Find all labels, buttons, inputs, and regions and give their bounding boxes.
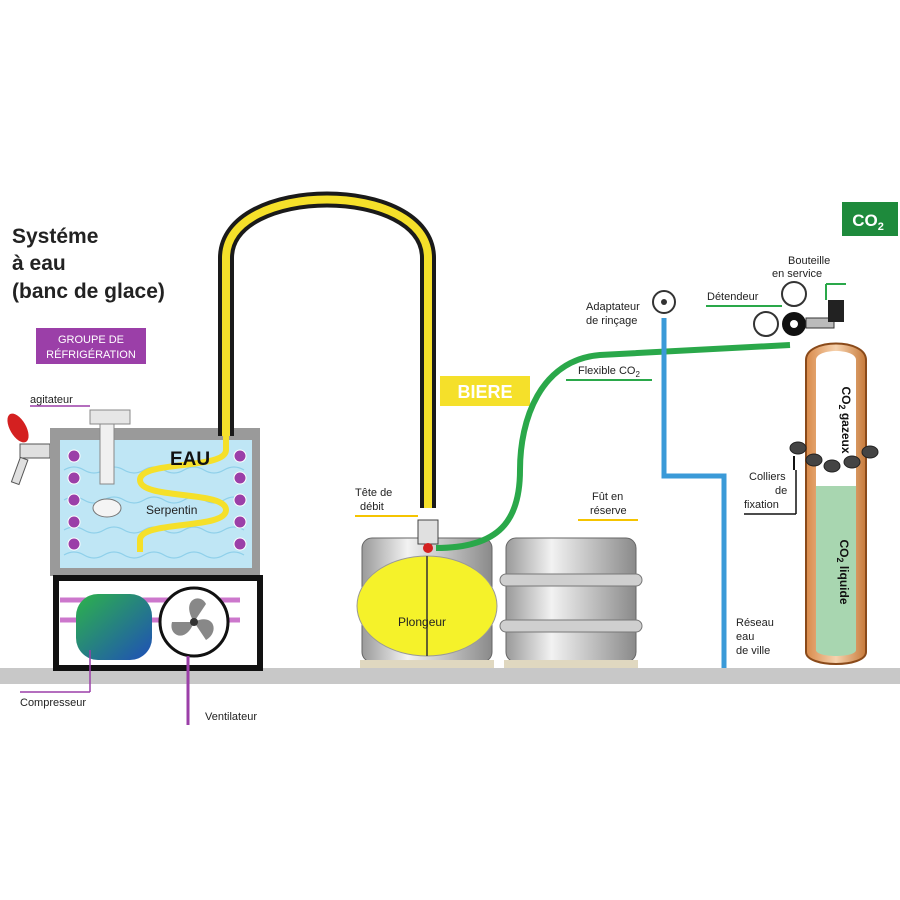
colliers-label-3: fixation: [744, 499, 779, 511]
title-line-1: Systéme: [12, 225, 98, 248]
fixation-chain-icon: [789, 441, 879, 473]
colliers-label-1: Colliers: [749, 471, 786, 483]
title-line-3: (banc de glace): [12, 280, 165, 303]
beer-line: [222, 195, 432, 508]
tap-icon: [7, 413, 51, 486]
tete-de-debit-icon: [417, 519, 439, 553]
fut-label-2: réserve: [590, 505, 627, 517]
reseau-label-2: eau: [736, 631, 754, 643]
groupe-line-2: RÉFRIGÉRATION: [46, 348, 136, 361]
biere-label: BIERE: [457, 382, 512, 402]
bouteille-label-1: Bouteille: [788, 255, 830, 267]
adapt-label-1: Adaptateur: [586, 301, 640, 313]
floor: [0, 668, 900, 684]
co2-badge: [842, 202, 898, 236]
eau-label: EAU: [170, 449, 210, 470]
agitateur-label: agitateur: [30, 394, 73, 406]
groupe-line-1: GROUPE DE: [58, 334, 124, 346]
tete-label-2: débit: [360, 501, 384, 513]
flexible-label: Flexible CO2: [578, 365, 640, 379]
rinse-adapter-gauge-icon: [652, 290, 676, 314]
keg-in-service: [356, 537, 498, 668]
co2-badge-label: CO2: [852, 211, 884, 233]
reseau-label-3: de ville: [736, 645, 770, 657]
water-supply-line: [661, 318, 727, 668]
serpentin-label: Serpentin: [146, 503, 197, 517]
co2-liquide-label: CO2 liquide: [835, 539, 851, 604]
fan-icon: [158, 586, 230, 658]
agitateur-propeller: [92, 498, 122, 518]
agitateur-motor: [89, 409, 131, 425]
groupe-label-box: [36, 328, 146, 364]
co2-gazeux-label: CO2 gazeux: [837, 386, 853, 453]
keg-reserve: [499, 537, 643, 668]
ventilateur-label: Ventilateur: [205, 711, 257, 723]
adapt-label-2: de rinçage: [586, 315, 637, 327]
co2-line: [435, 342, 791, 551]
detendeur-label: Détendeur: [707, 291, 759, 303]
bouteille-label-2: en service: [772, 268, 822, 280]
tete-label-1: Tête de: [355, 487, 392, 499]
biere-label-box: [440, 376, 530, 406]
serpentin-coil: [136, 436, 230, 552]
compressor: [76, 594, 152, 660]
colliers-label-2: de: [775, 485, 787, 497]
agitateur-shaft: [99, 423, 115, 485]
compresseur-label: Compresseur: [20, 697, 86, 709]
co2-bottle: [805, 300, 867, 665]
plongeur-label: Plongeur: [398, 615, 446, 629]
title-line-2: à eau: [12, 252, 66, 275]
regulator-icon: [753, 281, 835, 337]
fut-label-1: Fût en: [592, 491, 623, 503]
reseau-label-1: Réseau: [736, 617, 774, 629]
refrigeration-coil-dots: [67, 449, 247, 551]
